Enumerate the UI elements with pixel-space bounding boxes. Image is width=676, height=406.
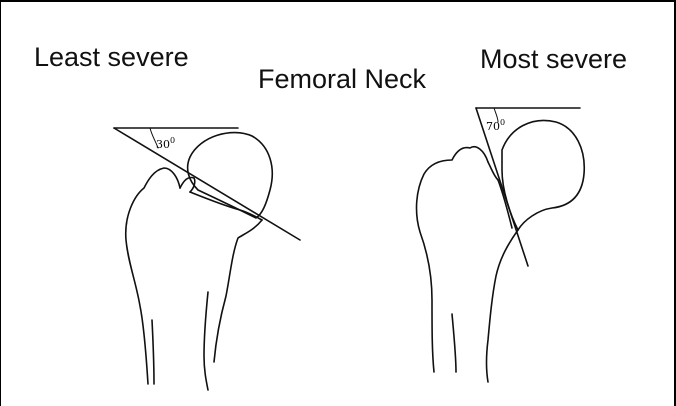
right-angle-label: 700 [486, 118, 505, 133]
left-shaft-inner-2 [204, 292, 208, 390]
left-femur [126, 133, 273, 390]
left-shaft-inner-1 [152, 320, 154, 384]
right-shaft-inner [452, 314, 456, 372]
right-fracture-axis [476, 108, 528, 266]
right-shaft-medial [487, 230, 519, 382]
left-femoral-head [188, 133, 273, 218]
right-fracture-line [498, 180, 512, 228]
left-angle-label: 300 [156, 136, 175, 151]
right-femoral-head [502, 120, 584, 230]
right-shaft-lateral [417, 147, 488, 372]
right-femur [417, 120, 585, 382]
left-shaft-medial [214, 220, 262, 362]
